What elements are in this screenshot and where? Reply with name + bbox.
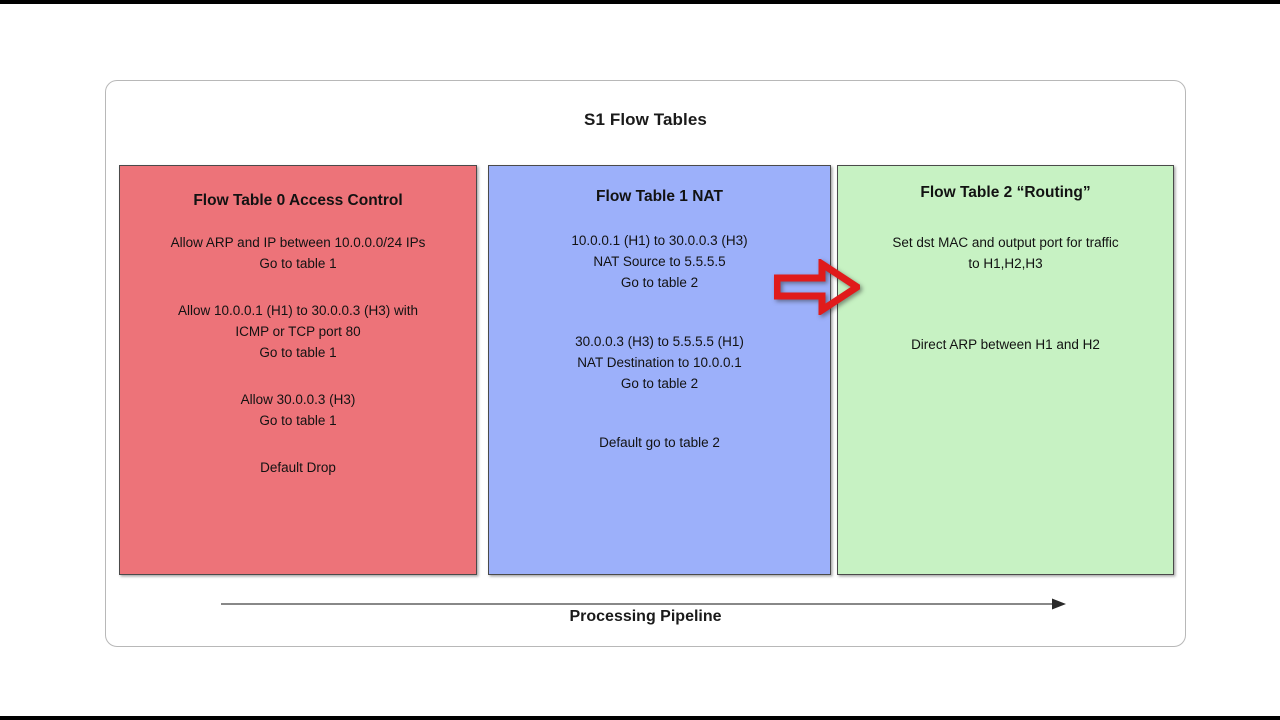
flow-table-1-heading: Flow Table 1 NAT (489, 184, 830, 209)
flow-table-0-rules: Allow ARP and IP between 10.0.0.0/24 IPs… (120, 233, 476, 478)
flow-rule-line: Go to table 1 (259, 256, 337, 272)
flow-rule-line: Go to table 2 (620, 375, 699, 391)
flow-table-1-rules: 10.0.0.1 (H1) to 30.0.0.3 (H3) NAT Sourc… (489, 231, 830, 453)
flow-rule: Default Drop (128, 458, 468, 479)
flow-rule-line: Default Drop (260, 459, 336, 475)
letterbox-bottom (0, 716, 1280, 720)
flow-rule-line: Go to table 2 (620, 274, 699, 290)
pipeline-caption: Processing Pipeline (569, 608, 722, 625)
flow-rule: Default go to table 2 (497, 433, 822, 454)
flow-table-0-heading: Flow Table 0 Access Control (120, 188, 476, 213)
flow-rule-line: Allow ARP and IP between 10.0.0.0/24 IPs (170, 235, 426, 251)
right-block-arrow-icon (774, 259, 860, 315)
flow-table-1-heading-line2: NAT (692, 188, 723, 205)
flow-rule-line: to H1,H2,H3 (968, 256, 1043, 272)
flow-table-0-heading-line2: Access Control (288, 192, 403, 209)
flow-rule: Allow 30.0.0.3 (H3) Go to table 1 (128, 390, 468, 432)
flow-table-1-heading-line1: Flow Table 1 (596, 188, 688, 205)
flow-rule-line: 30.0.0.3 (H3) to 5.5.5.5 (H1) (575, 333, 744, 349)
flow-rule-line: Set dst MAC and output port for traffic (892, 235, 1119, 251)
flow-table-0-panel: Flow Table 0 Access Control Allow ARP an… (119, 165, 477, 575)
flow-rule: 30.0.0.3 (H3) to 5.5.5.5 (H1) NAT Destin… (497, 332, 822, 395)
flow-rule-line: Allow 10.0.0.1 (H1) to 30.0.0.3 (H3) wit… (177, 302, 419, 318)
right-arrow-icon (221, 598, 1066, 610)
flow-rule-line: Go to table 1 (259, 344, 337, 360)
flow-table-2-rules: Set dst MAC and output port for traffic … (838, 233, 1173, 356)
flow-rule-line: ICMP or TCP port 80 (235, 323, 361, 339)
flow-rule: Direct ARP between H1 and H2 (846, 335, 1165, 356)
flow-rule-line: NAT Source to 5.5.5.5 (593, 254, 726, 270)
slide-frame: S1 Flow Tables Flow Table 0 Access Contr… (105, 80, 1186, 647)
flow-table-2-panel: Flow Table 2 “Routing” Set dst MAC and o… (837, 165, 1174, 575)
flow-table-0-heading-line1: Flow Table 0 (193, 192, 286, 209)
flow-table-2-heading: Flow Table 2 “Routing” (838, 180, 1173, 205)
flow-rule-line: Direct ARP between H1 and H2 (911, 336, 1100, 352)
flow-rule-line: Default go to table 2 (599, 434, 720, 450)
flow-rule-line: Allow 30.0.0.3 (H3) (240, 391, 356, 407)
flow-rule: Set dst MAC and output port for traffic … (846, 233, 1165, 275)
flow-table-2-heading-line1: Flow Table 2 (920, 184, 1013, 201)
flow-rule-line: 10.0.0.1 (H1) to 30.0.0.3 (H3) (571, 233, 748, 249)
flow-table-2-heading-line2: “Routing” (1016, 184, 1091, 201)
flow-rule-line: Go to table 1 (259, 412, 337, 428)
letterbox-top (0, 0, 1280, 4)
flow-rule-line: NAT Destination to 10.0.0.1 (577, 354, 742, 370)
flow-rule: 10.0.0.1 (H1) to 30.0.0.3 (H3) NAT Sourc… (497, 231, 822, 294)
flow-table-1-panel: Flow Table 1 NAT 10.0.0.1 (H1) to 30.0.0… (488, 165, 831, 575)
flow-rule: Allow 10.0.0.1 (H1) to 30.0.0.3 (H3) wit… (128, 301, 468, 364)
flow-rule: Allow ARP and IP between 10.0.0.0/24 IPs… (128, 233, 468, 275)
page-title: S1 Flow Tables (584, 110, 707, 129)
